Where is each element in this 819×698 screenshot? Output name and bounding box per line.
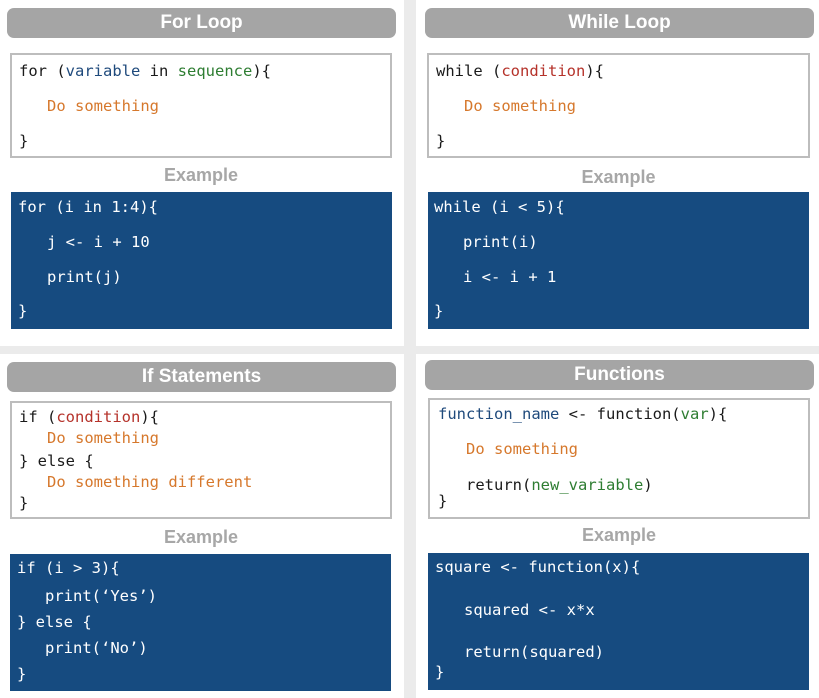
example-line: while (i < 5){: [434, 198, 565, 216]
code-brace: ){: [252, 62, 271, 80]
template-line-1: function_name <- function(var){: [438, 404, 727, 424]
code-keyword: for (: [19, 62, 66, 80]
example-line: }: [18, 302, 28, 320]
template-line-1: while (condition){: [436, 61, 604, 81]
code-keyword: while (: [436, 62, 502, 80]
template-line-1: for (variable in sequence){: [19, 61, 271, 81]
for-loop-template: for (variable in sequence){ Do something…: [10, 53, 392, 158]
while-loop-template: while (condition){ Do something }: [427, 53, 810, 158]
while-loop-example: while (i < 5){ print(i) i <- i + 1 }: [428, 192, 809, 329]
template-body: Do something: [464, 97, 576, 115]
if-statements-example: if (i > 3){ print(‘Yes’) } else { print(…: [10, 554, 391, 691]
template-close: }: [19, 132, 29, 150]
template-close: }: [436, 132, 446, 150]
code-brace: ){: [585, 62, 604, 80]
example-line: print(j): [47, 268, 122, 286]
functions-template: function_name <- function(var){ Do somet…: [428, 398, 810, 519]
code-argument: var: [680, 405, 709, 423]
for-loop-example: for (i in 1:4){ j <- i + 10 print(j) }: [11, 192, 392, 329]
example-label: Example: [581, 167, 656, 187]
template-close: }: [19, 494, 29, 512]
example-line: squared <- x*x: [464, 601, 595, 619]
code-keyword: in: [140, 62, 178, 80]
example-line: }: [434, 302, 444, 320]
example-line: i <- i + 1: [463, 268, 557, 286]
code-keyword: return(: [466, 476, 532, 494]
template-close: }: [438, 492, 448, 510]
for-loop-title: For Loop: [7, 8, 396, 38]
code-keyword: <- function(: [559, 405, 681, 423]
example-line: j <- i + 10: [47, 233, 150, 251]
template-body: Do something: [47, 97, 159, 115]
functions-title: Functions: [425, 360, 814, 390]
if-statements-title: If Statements: [7, 362, 396, 392]
example-line: for (i in 1:4){: [18, 198, 158, 216]
template-else-body: Do something different: [47, 473, 253, 491]
template-body: Do something: [47, 429, 159, 447]
example-line: return(squared): [464, 643, 604, 661]
example-line: if (i > 3){: [17, 559, 120, 577]
code-function-name: function_name: [438, 405, 560, 423]
template-line-1: if (condition){: [19, 407, 159, 427]
example-line: print(‘Yes’): [45, 587, 157, 605]
code-brace: ){: [140, 408, 159, 426]
code-condition: condition: [56, 408, 141, 426]
code-brace: ){: [708, 405, 728, 423]
code-keyword: if (: [19, 408, 57, 426]
example-line: }: [17, 665, 27, 683]
template-body: Do something: [466, 440, 578, 458]
example-line: square <- function(x){: [435, 558, 641, 576]
example-line: print(‘No’): [45, 639, 148, 657]
code-sequence: sequence: [177, 62, 253, 80]
while-loop-title: While Loop: [425, 8, 814, 38]
example-line: } else {: [17, 613, 92, 631]
example-label: Example: [163, 527, 239, 547]
example-label: Example: [581, 525, 657, 545]
template-else: } else {: [19, 452, 94, 470]
code-return-value: new_variable: [531, 476, 644, 494]
example-line: }: [435, 663, 445, 681]
code-paren: ): [643, 476, 653, 494]
functions-example: square <- function(x){ squared <- x*x re…: [428, 553, 809, 690]
example-line: print(i): [463, 233, 538, 251]
template-return: return(new_variable): [466, 475, 653, 495]
code-variable: variable: [65, 62, 141, 80]
if-statements-template: if (condition){ Do something } else { Do…: [10, 401, 392, 519]
code-condition: condition: [501, 62, 586, 80]
example-label: Example: [163, 165, 239, 185]
